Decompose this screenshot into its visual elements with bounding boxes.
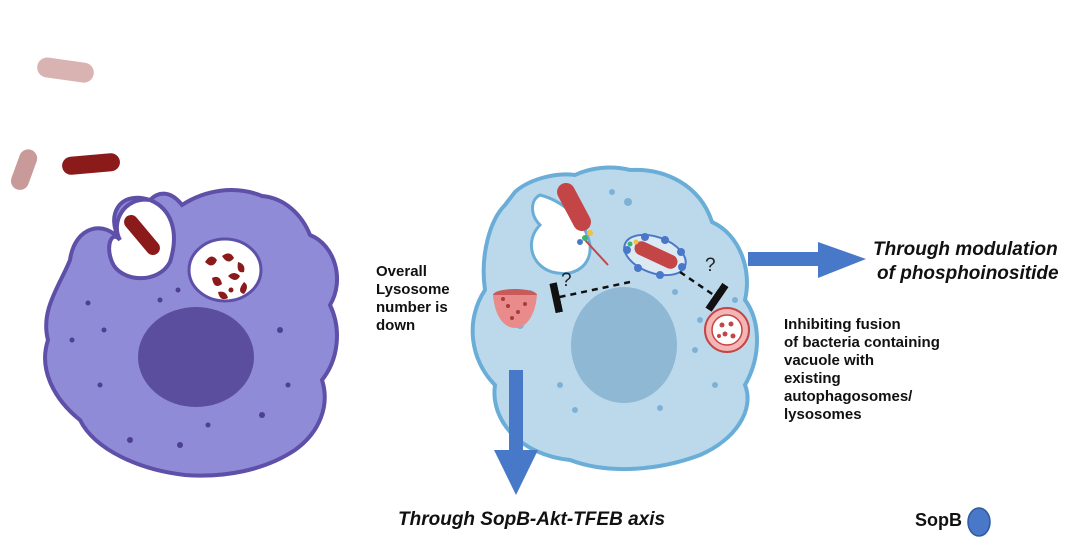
lysosome-cup — [493, 289, 537, 328]
modulation-line-1: Through modulation — [873, 239, 1058, 260]
modulation-label: Through modulation of phosphoinositide — [873, 238, 1059, 286]
arrow-right — [748, 242, 866, 278]
question-mark-right: ? — [705, 255, 716, 276]
bacteria-vacuole — [187, 237, 263, 303]
infected-macrophage-cell — [43, 188, 340, 478]
fusion-line-1: Inhibiting fusion — [784, 316, 901, 333]
infected-cell-granules — [69, 287, 291, 448]
question-mark-left: ? — [561, 270, 572, 291]
fusion-line-5: autophagosomes/ — [784, 388, 913, 405]
sopb-legend-label: SopB — [915, 510, 962, 530]
sopb-legend-marker — [967, 507, 991, 537]
lysosome-line-1: Overall — [376, 263, 427, 280]
bacterium-faded-left — [10, 149, 38, 190]
infected-cell-nucleus — [138, 307, 254, 407]
host-cell-nucleus — [571, 287, 677, 403]
lysosome-line-4: down — [376, 317, 416, 334]
fusion-label: Inhibiting fusion of bacteria containing… — [784, 316, 940, 424]
host-cell — [470, 165, 759, 472]
fusion-line-6: lysosomes — [784, 406, 862, 423]
free-bacteria — [10, 57, 120, 190]
effector-proteins-left — [577, 230, 593, 245]
modulation-line-2: of phosphoinositide — [877, 263, 1059, 284]
vacuole-bacterium — [634, 241, 678, 269]
fusion-line-2: of bacteria containing — [784, 334, 940, 351]
bacterium-faded-top — [37, 57, 94, 83]
inhibition-line-right — [679, 270, 729, 312]
fusion-line-4: existing — [784, 370, 841, 387]
arrow-down — [494, 370, 538, 495]
lysosome-line-3: number is — [376, 299, 448, 316]
sopb-dots — [623, 233, 686, 279]
inhibition-line-left — [549, 280, 631, 314]
bacterium-dark-middle — [62, 153, 120, 175]
lysosome-number-label: Overall Lysosome number is down — [376, 263, 450, 335]
entering-bacterium — [124, 214, 160, 256]
invading-bacterium — [557, 182, 591, 232]
secretion-needle — [584, 239, 609, 266]
fusion-line-3: vacuole with — [784, 352, 875, 369]
axis-label: Through SopB-Akt-TFEB axis — [398, 509, 666, 530]
effector-proteins-right — [627, 239, 639, 247]
autophagosome — [704, 307, 750, 353]
lysosome-line-2: Lysosome — [376, 281, 450, 298]
vacuole-bacteria — [205, 253, 247, 300]
